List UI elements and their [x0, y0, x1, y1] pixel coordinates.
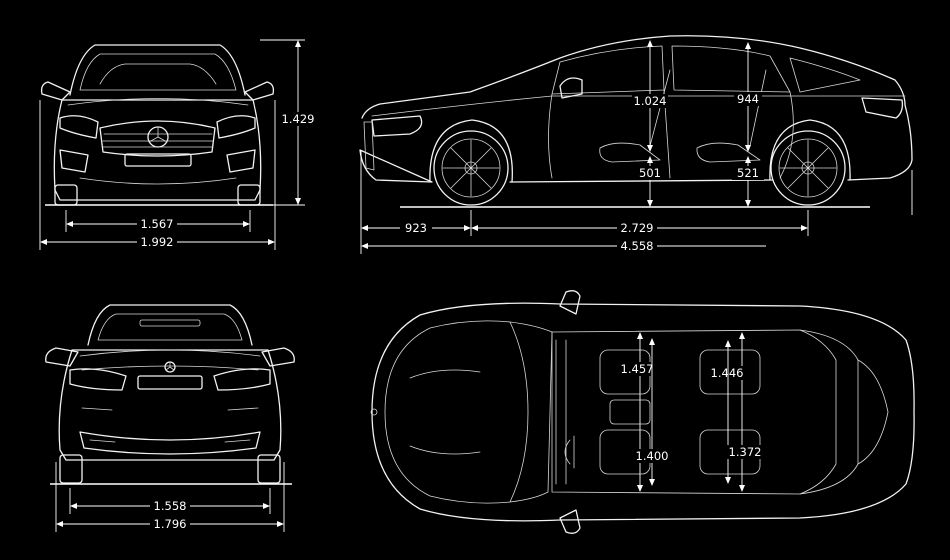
shoulder-rear-label: 1.446 — [711, 366, 744, 380]
front-height-label: 1.429 — [282, 112, 315, 126]
headroom-rear-label: 944 — [737, 92, 759, 106]
front-width-label: 1.992 — [141, 235, 174, 249]
hip-front-dimension: 1.400 — [634, 338, 672, 486]
wheelbase-label: 2.729 — [621, 221, 654, 235]
front-overhang-dimension: 923 — [361, 221, 471, 235]
shoulder-rear-dimension: 1.446 — [708, 332, 746, 492]
seat-height-front-dimension: 501 — [634, 156, 666, 207]
rear-view-car — [45, 304, 295, 484]
rear-width-dimension: 1.796 — [55, 462, 285, 532]
side-view: 1.024 944 501 521 — [359, 35, 913, 254]
hip-front-label: 1.400 — [636, 449, 669, 463]
rear-track-label: 1.558 — [154, 499, 187, 513]
rear-track-dimension: 1.558 — [69, 488, 271, 514]
seat-height-front-label: 501 — [639, 166, 661, 180]
front-view-car — [40, 44, 275, 206]
front-view: 1.429 1.567 1.992 — [39, 39, 316, 250]
hip-rear-label: 1.372 — [729, 445, 762, 459]
front-width-dimension: 1.992 — [39, 100, 276, 250]
headroom-front-label: 1.024 — [634, 94, 667, 108]
headroom-front-dimension: 1.024 — [632, 40, 668, 152]
shoulder-front-label: 1.457 — [621, 362, 654, 376]
front-track-label: 1.567 — [141, 217, 174, 231]
seat-height-rear-dimension: 521 — [732, 156, 764, 207]
hip-rear-dimension: 1.372 — [725, 340, 764, 484]
seat-height-rear-label: 521 — [737, 166, 759, 180]
length-dimension: 4.558 — [361, 239, 766, 253]
front-track-dimension: 1.567 — [65, 210, 251, 232]
rear-view: 1.558 1.796 — [45, 304, 295, 532]
wheelbase-dimension: 2.729 — [471, 221, 808, 235]
length-label: 4.558 — [621, 239, 654, 253]
top-view: 1.457 1.446 1.400 1.372 — [370, 290, 915, 534]
shoulder-front-dimension: 1.457 — [620, 332, 658, 492]
front-height-dimension: 1.429 — [260, 39, 316, 206]
front-overhang-label: 923 — [405, 221, 427, 235]
rear-width-label: 1.796 — [154, 517, 187, 531]
headroom-rear-dimension: 944 — [734, 42, 762, 152]
top-view-car — [370, 290, 915, 534]
